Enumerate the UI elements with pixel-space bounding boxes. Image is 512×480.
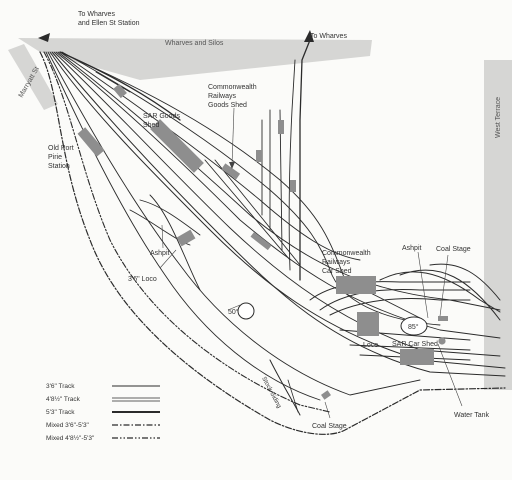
arrow-to-wharves xyxy=(304,30,314,42)
legend-label-3-6: 3'6" Track xyxy=(46,383,75,390)
water-tank-building xyxy=(438,337,446,345)
goods-wagon-shed xyxy=(250,231,272,251)
track xyxy=(63,53,421,319)
sar-car-shed-building xyxy=(400,349,434,365)
wharf-branch-track xyxy=(299,39,311,281)
leader-lines xyxy=(159,107,463,419)
old-port-pirie-station-building xyxy=(77,127,105,157)
small-building xyxy=(278,120,284,134)
top-track xyxy=(95,71,131,93)
to-wharves-label: To Wharves xyxy=(310,33,347,40)
stock-siding-label: Stock Siding xyxy=(260,376,283,410)
legend: 3'6" Track 4'8½" Track 5'3" Track Mixed … xyxy=(46,383,160,442)
cr-goods-shed-label-1: Commonwealth xyxy=(208,84,257,91)
arrow-to-wharves-ellen xyxy=(38,33,50,42)
stock-siding-track xyxy=(269,359,301,416)
loco-spur xyxy=(139,199,201,236)
car-shed-track xyxy=(349,344,471,351)
legend-label-4-8: 4'8½" Track xyxy=(46,395,81,403)
cr-car-shed-label-2: Railways xyxy=(322,259,351,266)
sar-goods-shed-label-2: Shed xyxy=(143,122,159,129)
track xyxy=(55,51,501,339)
marryatt-street-road xyxy=(8,44,58,110)
wharves-silos-label: Wharves and Silos xyxy=(165,40,224,47)
loco-track xyxy=(379,271,501,313)
legend-label-mixed-48-53: Mixed 4'8½"-5'3" xyxy=(46,434,95,442)
small-building xyxy=(290,180,296,192)
loco-shed-building xyxy=(357,312,379,336)
water-tank-label: Water Tank xyxy=(454,412,490,419)
mixed-track-inner xyxy=(43,51,331,413)
coal-stage-right-building xyxy=(438,316,448,321)
track xyxy=(57,51,501,311)
coal-stage-right-label: Coal Stage xyxy=(436,246,471,253)
car-shed-track xyxy=(329,298,471,316)
turntable-50 xyxy=(237,302,255,320)
top-track xyxy=(59,51,181,121)
loco-36-label: 3'6" Loco xyxy=(128,276,157,283)
small-building xyxy=(256,150,262,162)
loco-label: Loco xyxy=(363,342,378,349)
turntable-85 xyxy=(400,316,428,336)
small-building xyxy=(113,83,127,99)
sar-car-shed-label: SAR Car Shed xyxy=(392,341,438,348)
goods-siding xyxy=(204,159,291,261)
to-wharves-ellen-label-2: and Ellen St Station xyxy=(78,20,140,27)
legend-label-5-3: 5'3" Track xyxy=(46,409,75,416)
sar-goods-shed-label-1: SAR Goods xyxy=(143,113,180,120)
track xyxy=(45,51,321,401)
wharves-silos-road xyxy=(18,38,372,80)
roads: Wharves and Silos Marryatt St West Terra… xyxy=(8,38,512,390)
old-port-pirie-label-2: Pirie xyxy=(48,154,62,161)
tracks xyxy=(39,39,506,435)
sar-goods-shed-building xyxy=(150,119,204,173)
coal-stage-bottom-label: Coal Stage xyxy=(312,423,347,430)
west-terrace-road xyxy=(484,60,512,390)
loco-spur xyxy=(149,194,201,291)
cr-car-shed-label-3: Car Shed xyxy=(322,268,352,275)
angle-50-label: 50° xyxy=(228,308,239,316)
legend-label-mixed-36-53: Mixed 3'6"-5'3" xyxy=(46,422,90,429)
cr-car-shed-building xyxy=(336,276,376,294)
old-port-pirie-label-1: Old Port xyxy=(48,145,74,152)
map-labels: To Wharves and Ellen St Station To Wharv… xyxy=(48,11,490,430)
cr-goods-shed-label-2: Railways xyxy=(208,93,237,100)
track xyxy=(47,51,421,396)
loco-track xyxy=(399,269,501,321)
turntables xyxy=(237,302,428,336)
coal-stage-bottom-building xyxy=(321,390,331,400)
cr-car-shed-label-1: Commonwealth xyxy=(322,250,371,257)
mixed-track-perimeter xyxy=(39,51,506,435)
3-6-loco-shed xyxy=(176,229,196,247)
track xyxy=(51,51,506,377)
to-wharves-ellen-label-1: To Wharves xyxy=(78,11,115,18)
direction-arrows xyxy=(38,30,314,42)
ashpit-left-label: Ashpit xyxy=(150,250,170,257)
coal-stage-track xyxy=(429,263,501,301)
buildings xyxy=(77,83,448,400)
ashpit-right-label: Ashpit xyxy=(402,245,422,252)
track xyxy=(49,51,506,369)
goods-siding xyxy=(214,159,301,266)
old-port-pirie-label-3: Station xyxy=(48,163,70,170)
cr-goods-shed-label-3: Goods Shed xyxy=(208,102,247,109)
stock-siding-track xyxy=(287,379,299,413)
west-terrace-label: West Terrace xyxy=(495,97,502,138)
car-shed-track xyxy=(309,281,471,301)
angle-85-label: 85° xyxy=(408,323,419,331)
cr-goods-shed-building xyxy=(221,163,241,180)
wharf-branch-track xyxy=(288,59,296,271)
